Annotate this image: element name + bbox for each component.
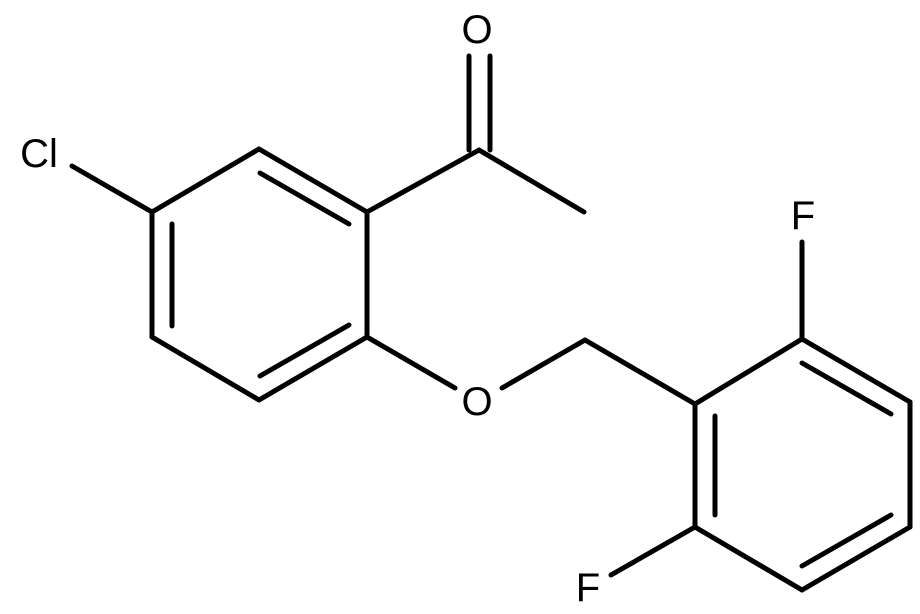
bond-oxygen-methylene <box>499 337 588 391</box>
atom-label-oxygen-carbonyl: O <box>461 8 492 52</box>
bond-carbonyl-methyl <box>476 147 587 215</box>
bond-ring1-c2-c3-inner <box>257 170 352 227</box>
atom-label-chlorine: Cl <box>20 132 58 176</box>
bond-ring2-c5-c6 <box>692 524 805 593</box>
bond-ring1-c5-c6 <box>149 334 262 403</box>
bond-ring2-c2-c3 <box>799 336 913 405</box>
bond-ring-fluorine-bottom <box>608 524 698 578</box>
bond-ring-oxygen <box>364 334 458 391</box>
bond-ring-carbonyl <box>364 147 482 215</box>
atom-label-fluorine-top: F <box>791 194 815 238</box>
bond-ring-chlorine <box>69 163 155 215</box>
atom-label-fluorine-bottom: F <box>576 566 600 610</box>
bond-ring2-c2-c3-inner <box>799 360 894 417</box>
atom-label-oxygen-ether: O <box>461 380 492 424</box>
bond-ring1-c3-c4 <box>149 146 262 215</box>
bond-ring1-c6-c1 <box>256 334 370 403</box>
bond-methylene-ring <box>582 337 698 407</box>
bond-ring2-c4-c5 <box>799 524 913 593</box>
bond-ring2-c1-c2 <box>692 336 805 407</box>
bond-ring1-c2-c3 <box>256 146 370 215</box>
bond-ring1-c6-c1-inner <box>257 322 352 379</box>
bond-ring2-c4-c5-inner <box>799 512 894 569</box>
